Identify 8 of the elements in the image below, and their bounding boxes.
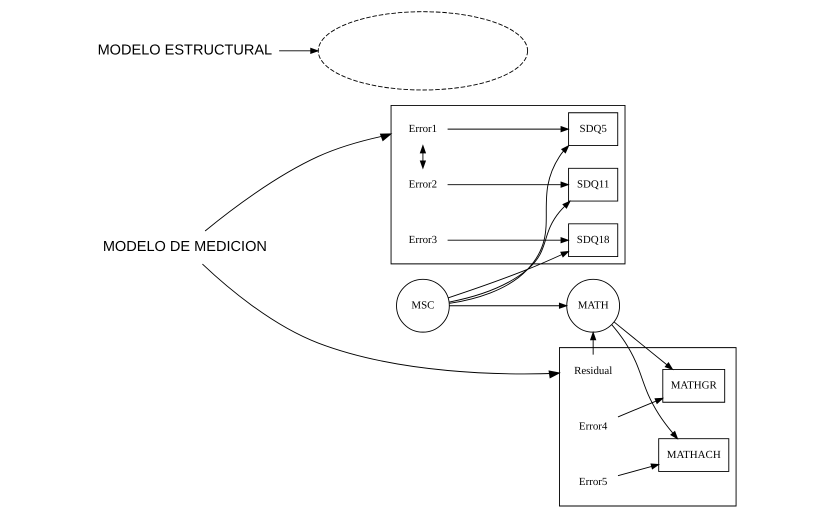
node-text: MODELO DE MEDICION [102, 238, 266, 255]
node-text: Error3 [408, 234, 437, 246]
node-text: Error5 [578, 476, 607, 488]
node-text: Error2 [408, 178, 437, 190]
node-text: Error1 [408, 122, 437, 135]
node-text: Residual [574, 365, 612, 378]
node-text: Error4 [578, 420, 607, 433]
node-text: MODELO ESTRUCTURAL [97, 42, 272, 58]
